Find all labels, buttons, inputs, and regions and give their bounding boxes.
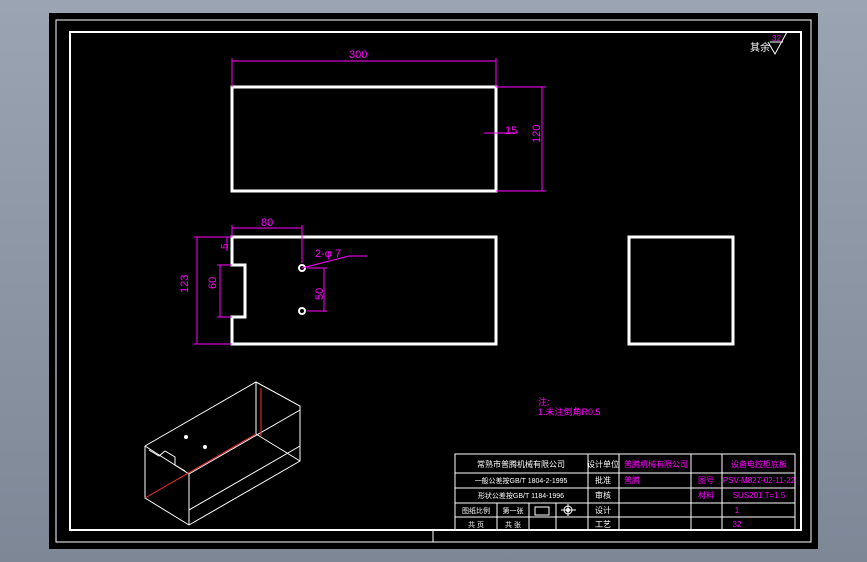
tb-label-1: 批准 — [595, 475, 611, 485]
hole-bottom — [298, 307, 306, 315]
tb-label-3: 设计 — [595, 505, 611, 515]
roughness-value: 32 — [772, 34, 781, 43]
holes-text: 2-φ 7 — [315, 248, 341, 260]
projection-symbol-icon — [534, 504, 576, 516]
cad-drawing: 其余 32 300 15 120 80 5 123 6 — [55, 19, 812, 543]
dim-5-text: 5 — [220, 243, 231, 249]
iso-edge-6 — [255, 433, 301, 462]
title-block-border — [454, 453, 796, 531]
dim-300-text: 300 — [349, 49, 367, 61]
tb-label-2: 审核 — [595, 490, 611, 500]
iso-hole-1 — [184, 435, 188, 439]
tb-drawing-no: PSV-M827-02-11-22 — [723, 476, 796, 485]
tb-part-name: 设备电控柜底板 — [731, 459, 787, 469]
dim-120-text: 120 — [531, 125, 543, 143]
note-title: 注: — [538, 396, 550, 407]
iso-hole-2 — [203, 445, 207, 449]
dim-80-text: 80 — [261, 217, 273, 229]
top-view-outline — [230, 85, 498, 193]
holes-leader — [301, 255, 350, 269]
tb-sheet-no: 第一张 — [503, 506, 524, 515]
roughness-label: 其余 — [750, 41, 770, 54]
tb-scale: 32 — [733, 520, 742, 529]
dim-15-text: 15 — [505, 125, 517, 137]
tb-tolerance-2: 形状公差按GB/T 1184-1996 — [478, 491, 564, 500]
roughness-symbol: 其余 32 — [750, 31, 788, 56]
tb-total-pages: 共 页 — [468, 520, 484, 529]
front-view-outline — [230, 235, 498, 346]
iso-body — [144, 381, 301, 511]
iso-notch — [148, 449, 186, 472]
tb-label-4: 工艺 — [595, 520, 611, 529]
drawing-sheet: 其余 32 300 15 120 80 5 123 6 — [49, 13, 818, 549]
tb-company: 常熟市普腾机械有限公司 — [477, 459, 565, 469]
tb-tolerance-1: 一般公差按GB/T 1804-2-1995 — [475, 476, 568, 485]
tb-material-label: 材料 — [698, 490, 714, 500]
tb-material: SUS201 T=1.5 — [733, 491, 786, 500]
tb-label-0: 设计单位 — [587, 459, 619, 469]
tb-approver: 普腾 — [624, 475, 640, 485]
outer-frame — [55, 19, 812, 543]
note-line-1: 1.未注倒角R0.5 — [538, 406, 601, 417]
tb-page-count: 共 张 — [505, 520, 521, 529]
dim-50-text: 50 — [314, 288, 326, 300]
inner-frame — [69, 31, 802, 531]
tb-page-label: 图纸比例 — [462, 506, 490, 515]
title-block: 常熟市普腾机械有限公司 一般公差按GB/T 1804-2-1995 形状公差按G… — [454, 453, 796, 531]
iso-edge-1 — [188, 409, 301, 475]
side-view-outline — [627, 235, 735, 346]
roughness-check-icon — [767, 31, 788, 56]
dim-123-text: 123 — [179, 275, 191, 293]
iso-hidden-2 — [144, 433, 257, 499]
tb-quantity: 1 — [735, 506, 740, 515]
iso-edge-3 — [188, 410, 301, 526]
hole-top — [298, 264, 306, 272]
tb-designer-unit: 普腾机械有限公司 — [624, 459, 688, 469]
tb-drawing-no-label: 图号 — [698, 476, 714, 485]
dim-60-text: 60 — [207, 277, 219, 289]
